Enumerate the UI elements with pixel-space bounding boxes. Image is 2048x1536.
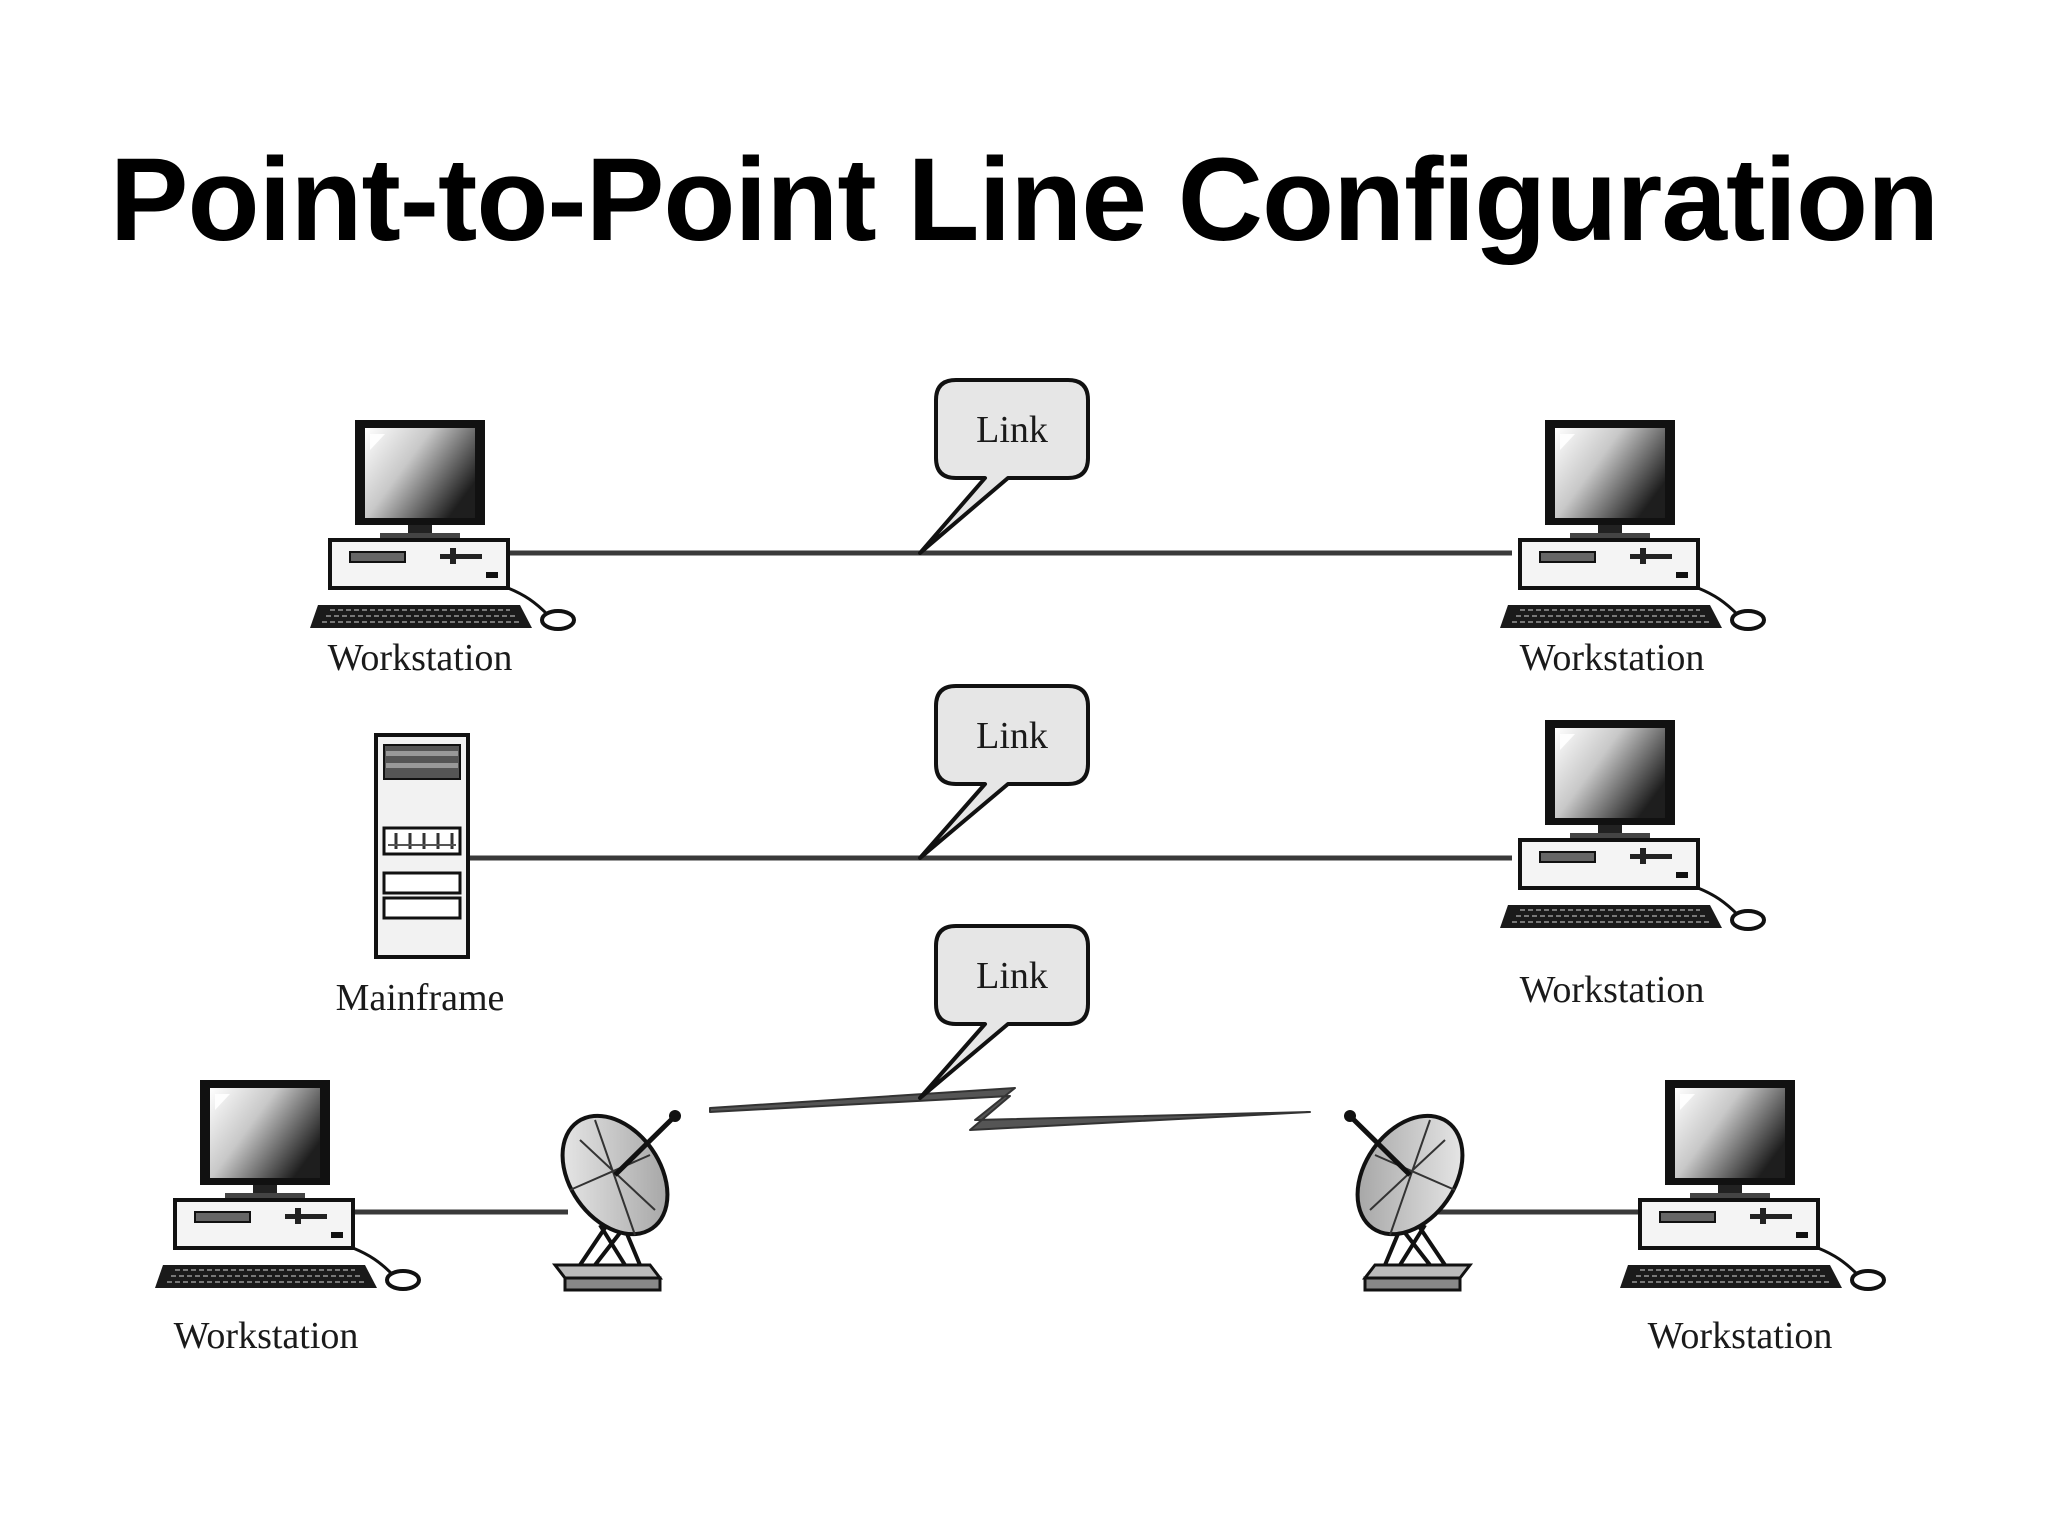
row-1-right-label: Workstation bbox=[1520, 637, 1705, 679]
row-2-left-label: Mainframe bbox=[336, 977, 505, 1019]
row-3-right-label: Workstation bbox=[1648, 1315, 1833, 1357]
row-2-link-callout: Link bbox=[918, 684, 1090, 860]
row-2-right-label: Workstation bbox=[1520, 969, 1705, 1011]
row-1-link-label: Link bbox=[976, 409, 1048, 451]
row-3-link-callout: Link bbox=[918, 924, 1090, 1100]
row-3-link-label: Link bbox=[976, 955, 1048, 997]
lightning-link-icon bbox=[709, 1087, 1311, 1131]
row-1-link-callout: Link bbox=[918, 378, 1090, 555]
satellite-dish-icon bbox=[541, 1096, 689, 1290]
workstation-icon bbox=[1498, 418, 1766, 631]
workstation-icon bbox=[1498, 718, 1766, 931]
workstation-icon bbox=[1618, 1078, 1886, 1291]
workstation-icon bbox=[308, 418, 576, 631]
row-3-left-label: Workstation bbox=[174, 1315, 359, 1357]
row-2-link-label: Link bbox=[976, 715, 1048, 757]
satellite-dish-icon bbox=[1336, 1096, 1484, 1290]
page-title: Point-to-Point Line Configuration bbox=[109, 134, 1939, 266]
workstation-icon bbox=[153, 1078, 421, 1291]
row-1-left-label: Workstation bbox=[328, 637, 513, 679]
mainframe-icon bbox=[374, 733, 470, 959]
